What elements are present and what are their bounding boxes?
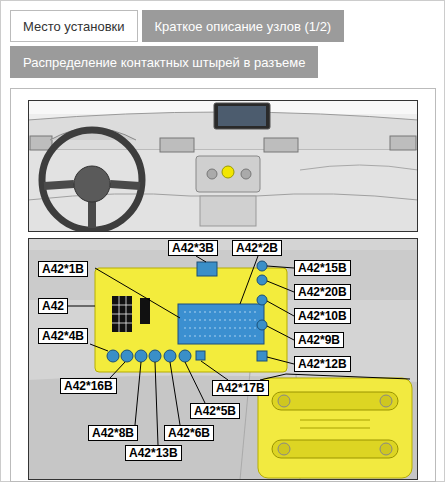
- leader-lines: [66, 256, 410, 445]
- callout-label: A42*3B: [168, 240, 218, 256]
- callout-label: A42*10B: [294, 308, 351, 324]
- callout-label: A42*15B: [294, 260, 351, 276]
- callout-label: A42*8B: [88, 425, 138, 441]
- callout-label: A42*17B: [212, 380, 269, 396]
- tab-label: Распределение контактных штырей в разъем…: [23, 55, 305, 70]
- callout-label: A42*4B: [38, 328, 88, 344]
- dashboard-view: [28, 100, 418, 232]
- location-dot: [222, 166, 234, 178]
- callout-label: A42*9B: [294, 332, 344, 348]
- callout-label: A42*13B: [125, 445, 182, 461]
- content-frame: [11, 89, 436, 482]
- tab-button: Место установки: [10, 10, 138, 42]
- callout-label: A42*6B: [164, 425, 214, 441]
- callout-label: A42: [38, 298, 68, 314]
- tab-button: Распределение контактных штырей в разъем…: [10, 46, 318, 78]
- callout-label: A42*16B: [60, 378, 117, 394]
- climate-panel: [258, 378, 412, 478]
- tab-label: Краткое описание узлов (1/2): [155, 19, 332, 34]
- tab-label: Место установки: [23, 19, 125, 34]
- callout-label: A42*20B: [294, 284, 351, 300]
- callout-label: A42*12B: [294, 356, 351, 372]
- callout-label: A42*2B: [232, 240, 282, 256]
- tab-button: Краткое описание узлов (1/2): [142, 10, 345, 42]
- module-a42: [95, 268, 287, 372]
- module-view: [28, 238, 418, 480]
- callout-label: A42*5B: [190, 403, 240, 419]
- callout-label: A42*1B: [38, 261, 88, 277]
